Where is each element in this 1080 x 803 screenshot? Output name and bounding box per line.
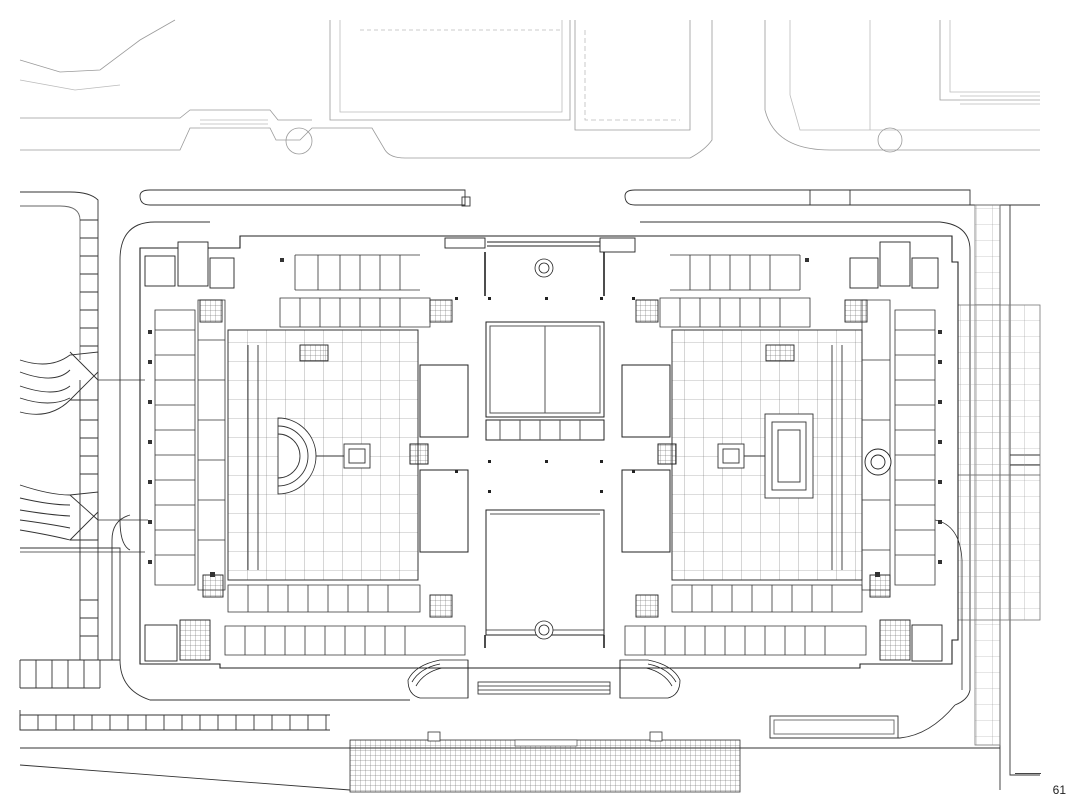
page-number: 61 — [1052, 783, 1066, 797]
entrance-plaza-hatch — [349, 739, 741, 793]
room-rows — [154, 254, 936, 656]
entrance-rosettes — [486, 258, 604, 640]
context-top — [19, 19, 1040, 159]
courtyard-east-features — [717, 345, 843, 570]
courtyard-west-grid — [227, 329, 419, 581]
south-entrance-steps — [407, 635, 681, 699]
north-entrance — [444, 237, 636, 296]
corner-blocks — [144, 241, 943, 662]
page-number-leader — [1015, 773, 1041, 774]
wing-columns — [148, 258, 942, 577]
central-halls — [409, 321, 677, 636]
column-grid — [455, 297, 635, 493]
courtyard-west-features — [247, 345, 371, 570]
